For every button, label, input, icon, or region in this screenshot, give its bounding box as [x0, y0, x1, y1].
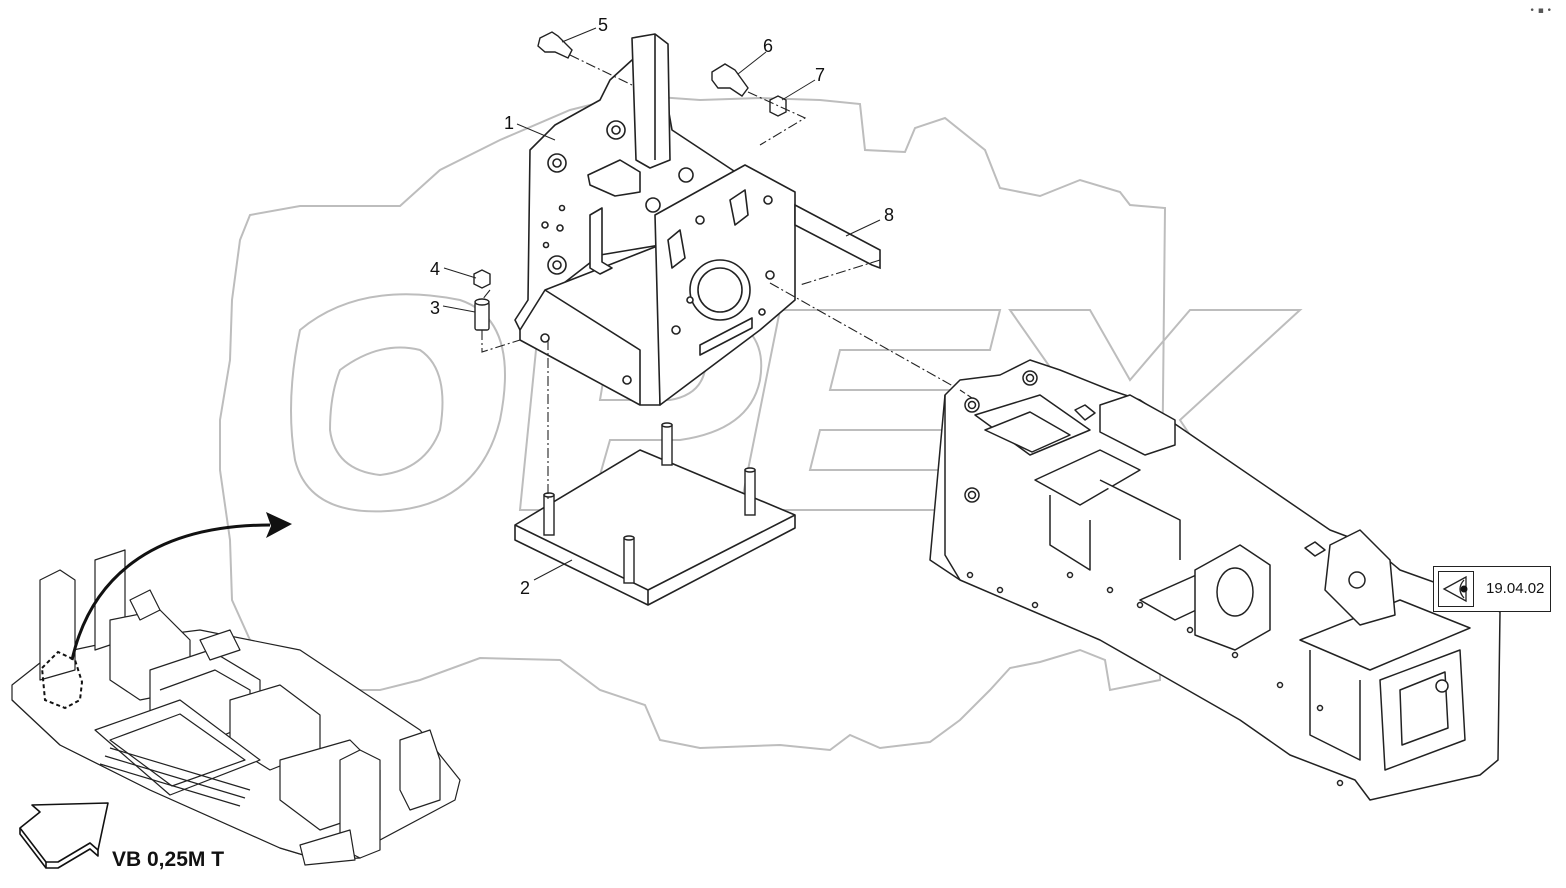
nut-4: [473, 269, 491, 289]
machine-overview: [11, 549, 461, 866]
leader-lines: [442, 27, 881, 581]
vertical-channel: [631, 33, 671, 169]
screw-5: [537, 31, 573, 59]
bolt-6: [711, 63, 749, 97]
reference-box[interactable]: 19.04.02: [1433, 566, 1551, 612]
top-clip: [587, 159, 641, 197]
callout-1: 1: [504, 113, 514, 133]
callout-3: 3: [430, 298, 440, 318]
callout-4: 4: [430, 259, 440, 279]
callout-5: 5: [598, 15, 608, 35]
studs: [543, 422, 756, 584]
callout-8: 8: [884, 205, 894, 225]
spacer-3: [474, 301, 490, 331]
zoom-arrow: [70, 523, 271, 661]
watermark-letter-o: [290, 293, 506, 513]
base-plate: [514, 449, 796, 606]
flat-bar: [794, 203, 881, 270]
callouts: 1 2 3 4 5 6 7 8: [430, 15, 894, 598]
callout-7: 7: [815, 65, 825, 85]
chassis-frame: [929, 359, 1501, 801]
highlight-region: [40, 650, 84, 710]
model-label: VB 0,25M T: [112, 848, 224, 871]
eye-icon: [1438, 571, 1474, 607]
hardware: [473, 31, 787, 331]
reference-label: 19.04.02: [1486, 580, 1545, 597]
assembly-line-frame: [959, 389, 976, 401]
nut-7: [769, 95, 787, 117]
bracket-assembly: [514, 33, 796, 406]
watermark-gear-outline: [219, 93, 1167, 752]
direction-arrow-icon: [19, 802, 109, 869]
callout-6: 6: [763, 36, 773, 56]
callout-2: 2: [520, 578, 530, 598]
corner-mark: • ▪ •: [1529, 6, 1552, 16]
assembly-lines: [481, 54, 961, 500]
zoom-arrow-head: [266, 512, 292, 538]
